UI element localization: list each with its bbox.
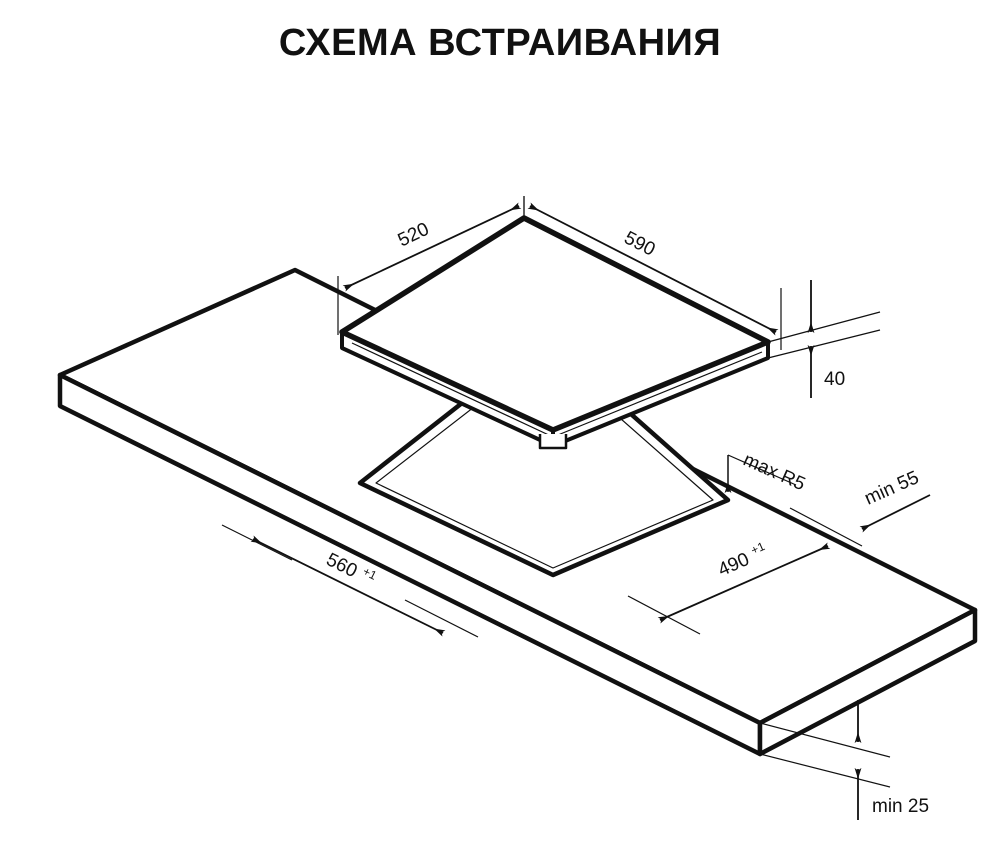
countertop-right-face — [757, 607, 978, 757]
page-title: СХЕМА ВСТРАИВАНИЯ — [278, 22, 722, 64]
dim-tolerance-490: +1 — [749, 539, 767, 557]
dim-line-560 — [250, 535, 446, 637]
dim-line-590 — [527, 202, 779, 336]
dimension-cutout-width: 560+1 — [221, 524, 479, 638]
dimension-counter-thickness: min 25 — [759, 700, 929, 820]
ext-line-40-bottom — [767, 329, 881, 359]
dim-tolerance-560: +1 — [361, 564, 380, 583]
dim-line-490 — [657, 542, 831, 624]
ext-line-490-right — [789, 507, 863, 547]
cooktop-edge-line-right — [552, 351, 763, 438]
leader-arrow-min55 — [859, 494, 931, 533]
dimension-hob-height: 40 — [767, 280, 881, 398]
dim-label-max-r5: max R5 — [740, 449, 808, 495]
cooktop-corner-detail — [538, 434, 568, 450]
cutout-inner-offset — [375, 351, 714, 569]
dim-label-min-25: min 25 — [872, 796, 929, 817]
ext-line-min25-bottom — [759, 753, 891, 788]
ext-line-560-left — [221, 524, 293, 561]
cooktop-edge-line-left — [351, 342, 554, 438]
dim-label-40: 40 — [824, 369, 845, 390]
dimension-corner-radius: max R5 — [724, 449, 808, 495]
leader-line-maxr5 — [727, 454, 797, 486]
cutout-outline — [357, 335, 731, 578]
ext-line-40-top — [767, 311, 881, 343]
dim-line-520 — [342, 202, 522, 292]
ext-line-min25-top — [759, 722, 891, 758]
dimension-edge-clearance: min 55 — [859, 467, 931, 533]
cutout — [357, 335, 731, 578]
dim-label-520: 520 — [395, 219, 433, 252]
